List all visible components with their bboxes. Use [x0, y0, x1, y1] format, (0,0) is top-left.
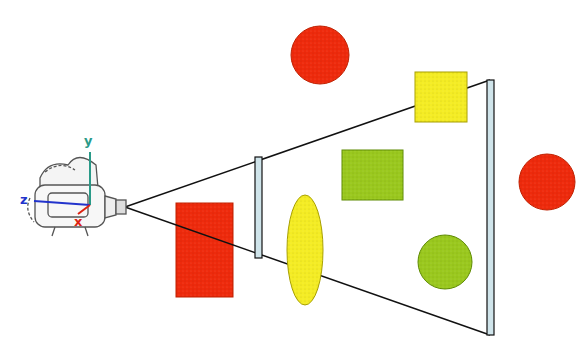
green-rect [342, 150, 403, 200]
x-axis [78, 205, 90, 214]
yellow-ellipse [287, 195, 323, 305]
near-plane [255, 157, 262, 258]
axis-label: z [20, 193, 28, 206]
camera-icon [28, 158, 126, 237]
red-circle [291, 26, 349, 84]
green-circle [418, 235, 472, 289]
far-plane [487, 80, 494, 335]
z-axis [34, 201, 90, 205]
y-axis [89, 152, 91, 205]
axis-label: x [74, 215, 82, 228]
red-rect [176, 203, 233, 297]
red-circle [519, 154, 575, 210]
axis-label: y [84, 134, 92, 147]
yellow-square [415, 72, 467, 122]
